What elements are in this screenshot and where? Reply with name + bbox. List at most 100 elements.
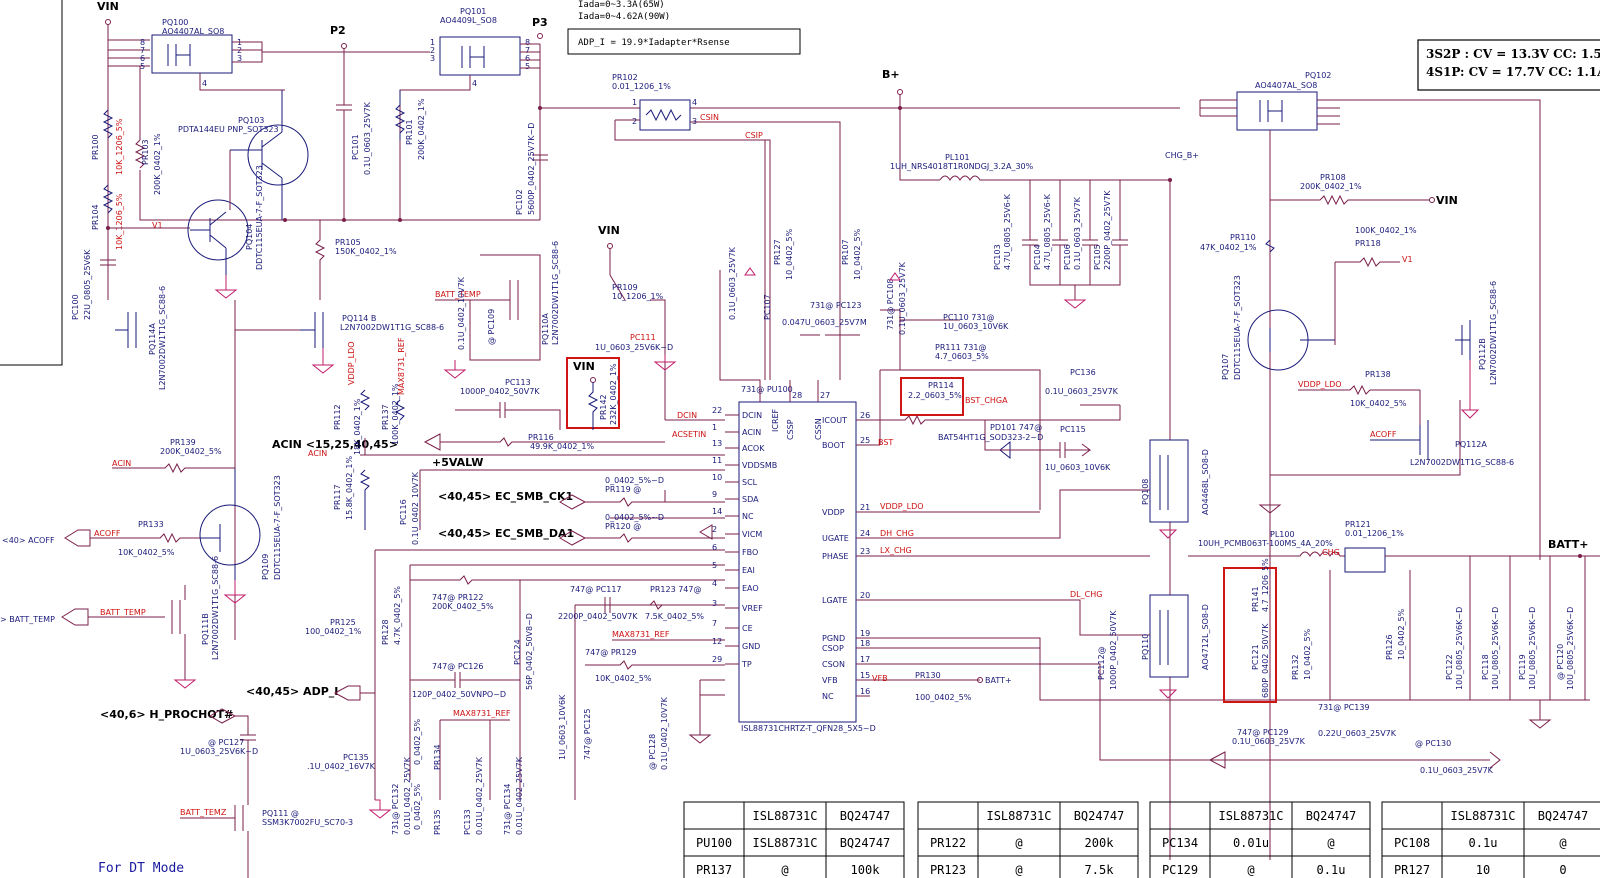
svg-text:3: 3	[237, 54, 242, 63]
pq110-value: AO4712L_SO8-D	[1201, 604, 1210, 670]
pr105-ref: PR105	[335, 238, 361, 247]
pr127-ref: PR127	[773, 239, 782, 265]
net-lx-chg: LX_CHG	[880, 546, 912, 555]
pc103-value: 4.7U_0805_25V6-K	[1003, 193, 1012, 270]
pr114-highlight	[900, 377, 964, 416]
pr104-ref: PR104	[91, 204, 100, 230]
pr118-ref: PR118	[1355, 239, 1381, 248]
pq102-ref: PQ102	[1305, 71, 1331, 80]
net-chg: CHG	[1322, 548, 1340, 557]
pc118-value: 10U_0805_25V6K~D	[1491, 607, 1500, 690]
table-header-cell: BQ24747	[1074, 809, 1125, 823]
pc128-value: 0.1U_0402_10V7K	[660, 696, 669, 770]
ic-pin-num: 7	[712, 619, 717, 628]
net-max-ref-mid: MAX8731_REF	[612, 630, 670, 639]
pq104-ref: PQ104	[245, 224, 254, 250]
ic-pin-name: VDDP	[822, 508, 845, 517]
ic-left-pins: 22DCIN1ACIN13ACOK11VDDSMB10SCL9SDA14NC2V…	[712, 406, 777, 669]
pc136-ref: PC136	[1070, 368, 1096, 377]
ic-pin-num: 20	[860, 591, 870, 600]
net-bst-chga: BST_CHGA	[965, 396, 1008, 405]
pc109-ref: @ PC109	[487, 309, 496, 345]
svg-text:8: 8	[140, 38, 145, 47]
ic-pin-name: ACIN	[742, 428, 761, 437]
pq109-value: DDTC115EUA-7-F_SOT323	[273, 475, 282, 580]
net-vddp-ldo: VDDP_LDO	[880, 502, 924, 511]
pc126-value: 120P_0402_50VNPO~D	[412, 690, 506, 699]
pc105-ref: PC105	[1093, 244, 1102, 270]
ic-pin-name: CE	[742, 624, 753, 633]
pl101-value: 1UH_NRS4018T1R0NDGJ_3.2A_30%	[890, 162, 1034, 171]
net-csip: CSIP	[745, 131, 763, 140]
pc101-ref: PC101	[351, 134, 360, 160]
pr126-ref: PR126	[1385, 634, 1394, 660]
pr111-ref: PR111 731@	[935, 343, 986, 352]
pc100-ref: PC100	[71, 294, 80, 320]
pq114b-ref: PQ114 B	[342, 314, 376, 323]
net-v1-right: V1	[1402, 255, 1413, 264]
pq100-body	[151, 34, 233, 74]
pr123-value: 7.5K_0402_5%	[645, 612, 704, 621]
pr139-ref: PR139	[170, 438, 196, 447]
pc124-value: 56P_0402_50V8~D	[525, 613, 534, 690]
pr120-ref: PR120 @	[605, 522, 641, 531]
pq111b-ref: PQ111B	[201, 613, 210, 645]
ic-pin-name: VREF	[742, 604, 763, 613]
pc133-ref: PC133	[463, 809, 472, 835]
net-acin-mid: ACIN	[308, 449, 327, 458]
net-bst: BST	[878, 438, 893, 447]
pc123-value: 0.047U_0603_25V7M	[782, 318, 867, 327]
pq104-body	[187, 199, 249, 261]
pc107-value: 0.1U_0603_25V7K	[728, 246, 737, 320]
ic-pin-name: TP	[741, 660, 752, 669]
pc110-value: 1U_0603_10V6K	[943, 322, 1009, 331]
table-cell: 100k	[851, 863, 881, 877]
pr107-ref: PR107	[841, 239, 850, 265]
pc105-value: 2200P_0402_25V7K	[1103, 190, 1112, 270]
config-table	[683, 801, 905, 878]
ic-pin-name: CSSN	[814, 418, 823, 440]
net-batt-plus-small: BATT+	[985, 676, 1012, 685]
pr110-value: 47K_0402_1%	[1200, 243, 1257, 252]
svg-text:7: 7	[140, 46, 145, 55]
net-smb-da: <40,45> EC_SMB_DA1	[438, 527, 574, 540]
vin-port	[105, 19, 111, 25]
ic-pin-name: ICOUT	[822, 416, 847, 425]
pr114-value: 2.2_0603_5%	[908, 391, 962, 400]
pq101-ref: PQ101	[460, 7, 486, 16]
dt-mode-note: For DT Mode	[98, 861, 184, 876]
table-cell: PU100	[696, 836, 732, 850]
net-p3: P3	[532, 16, 548, 29]
pr102-value: 0.01_1206_1%	[612, 82, 671, 91]
pc139-value: 0.22U_0603_25V7K	[1318, 729, 1397, 738]
pr102-body	[639, 99, 691, 131]
svg-text:6: 6	[525, 54, 530, 63]
table-cell: PR123	[930, 863, 966, 877]
ic-pin-name: EAO	[742, 584, 759, 593]
pq114b-body	[300, 312, 324, 348]
pr108-ref: PR108	[1320, 173, 1346, 182]
pq107-ref: PQ107	[1221, 354, 1230, 380]
pq112a-value: L2N7002DW1T1G_SC88-6	[1410, 458, 1514, 467]
pr107-value: 10_0402_5%	[853, 228, 862, 280]
pc104-ref: PC104	[1033, 244, 1042, 270]
net-max-ref-low: MAX8731_REF	[453, 709, 511, 718]
net-acoff-in: <40> ACOFF	[2, 536, 55, 545]
pl101-ref: PL101	[945, 153, 970, 162]
ic-pin-name: VICM	[742, 530, 762, 539]
pc117-value: 2200P_0402_50V7K	[558, 612, 638, 621]
pq110-body	[1149, 594, 1189, 678]
pr135-value: 0_0402_5%	[413, 783, 422, 830]
ic-pin-num: 4	[712, 579, 717, 588]
pr118-value: 100K_0402_1%	[1355, 226, 1417, 235]
pr122-value: 200K_0402_5%	[432, 602, 494, 611]
net-p2: P2	[330, 24, 346, 37]
pq103-ref: PQ103	[238, 116, 264, 125]
pc126-ref: 747@ PC126	[432, 662, 484, 671]
pd101-value: BAT54HT1G_SOD323-2~D	[938, 433, 1043, 442]
net-batt-temp-in: > BATT_TEMP	[0, 615, 55, 624]
pc135-value: .1U_0402_16V7K	[307, 762, 376, 771]
pc132-ref: 731@ PC132	[391, 784, 400, 836]
svg-text:3: 3	[430, 54, 435, 63]
net-adp-i: <40,45> ADP_I	[246, 685, 338, 698]
